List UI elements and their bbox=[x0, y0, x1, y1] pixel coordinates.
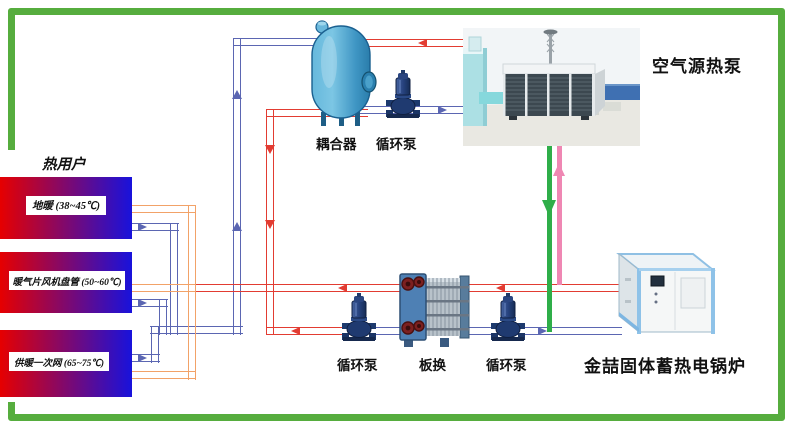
bar-label-radiator: 暖气片风机盘管 (50~60℃) bbox=[9, 271, 125, 290]
pipe-blue-bar2-drop bbox=[159, 299, 167, 335]
coupler-label: 耦合器 bbox=[316, 137, 357, 152]
circulation-pump-top bbox=[386, 70, 420, 118]
flow-arrow-left-icon bbox=[496, 284, 505, 292]
pipe-blue-riser bbox=[233, 38, 241, 335]
flow-arrow-right-icon bbox=[138, 223, 147, 231]
pipe-orange-bar3 bbox=[132, 371, 196, 379]
pipe-blue-bar1-stub bbox=[132, 223, 179, 231]
pipe-blue-pump-to-hx bbox=[374, 327, 407, 335]
pipe-blue-bar3-riser bbox=[151, 326, 159, 363]
bottom-pump-right-label: 循环泵 bbox=[486, 358, 527, 373]
pipe-red-heatpump-to-tank bbox=[352, 39, 465, 47]
flow-arrow-right-icon bbox=[438, 106, 447, 114]
pink-arrow-up-icon bbox=[553, 163, 565, 176]
bar-label-floor-heating: 地暖 (38~45℃) bbox=[26, 196, 106, 215]
green-arrow-down-icon bbox=[542, 200, 556, 216]
heatpump-return-line bbox=[557, 146, 562, 285]
boiler-label: 金喆固体蓄热电锅炉 bbox=[584, 357, 746, 376]
air-source-heat-pump-label: 空气源热泵 bbox=[652, 57, 742, 76]
flow-arrow-right-icon bbox=[138, 299, 147, 307]
circulation-pump-right bbox=[491, 293, 525, 341]
flow-arrow-left-icon bbox=[291, 327, 300, 335]
pipe-blue-bar2-stub bbox=[132, 299, 168, 307]
flow-arrow-down-icon bbox=[265, 145, 275, 154]
pipe-blue-bar1-drop bbox=[170, 223, 178, 335]
coupler-pump-label: 循环泵 bbox=[376, 137, 417, 152]
pipe-red-to-left-pump bbox=[266, 327, 352, 335]
plate-hx-label: 板换 bbox=[419, 358, 446, 373]
flow-arrow-left-icon bbox=[418, 39, 427, 47]
pipe-orange-bar1 bbox=[132, 205, 196, 213]
pipe-orange-bar2 bbox=[132, 284, 196, 292]
coupler-tank bbox=[311, 20, 377, 126]
flow-arrow-up-icon bbox=[232, 90, 242, 99]
pipe-red-tank-bottom bbox=[266, 109, 368, 117]
pipe-blue-user-main bbox=[150, 326, 243, 334]
storage-electric-boiler bbox=[616, 252, 716, 334]
air-source-heat-pump-photo bbox=[463, 28, 640, 146]
heat-users-title: 热用户 bbox=[42, 157, 86, 173]
flow-arrow-left-icon bbox=[338, 284, 347, 292]
flow-arrow-up-icon bbox=[232, 222, 242, 231]
flow-arrow-down-icon bbox=[265, 220, 275, 229]
plate-heat-exchanger bbox=[399, 273, 470, 347]
pipe-blue-tank-top bbox=[233, 38, 320, 46]
flow-arrow-right-icon bbox=[138, 354, 147, 362]
circulation-pump-left bbox=[342, 293, 376, 341]
bar-label-primary-network: 供暖一次网 (65~75℃) bbox=[9, 352, 109, 371]
bottom-pump-left-label: 循环泵 bbox=[337, 358, 378, 373]
pipe-orange-manifold bbox=[188, 205, 196, 380]
heatpump-supply-line bbox=[547, 145, 552, 332]
flow-arrow-right-icon bbox=[538, 327, 547, 335]
